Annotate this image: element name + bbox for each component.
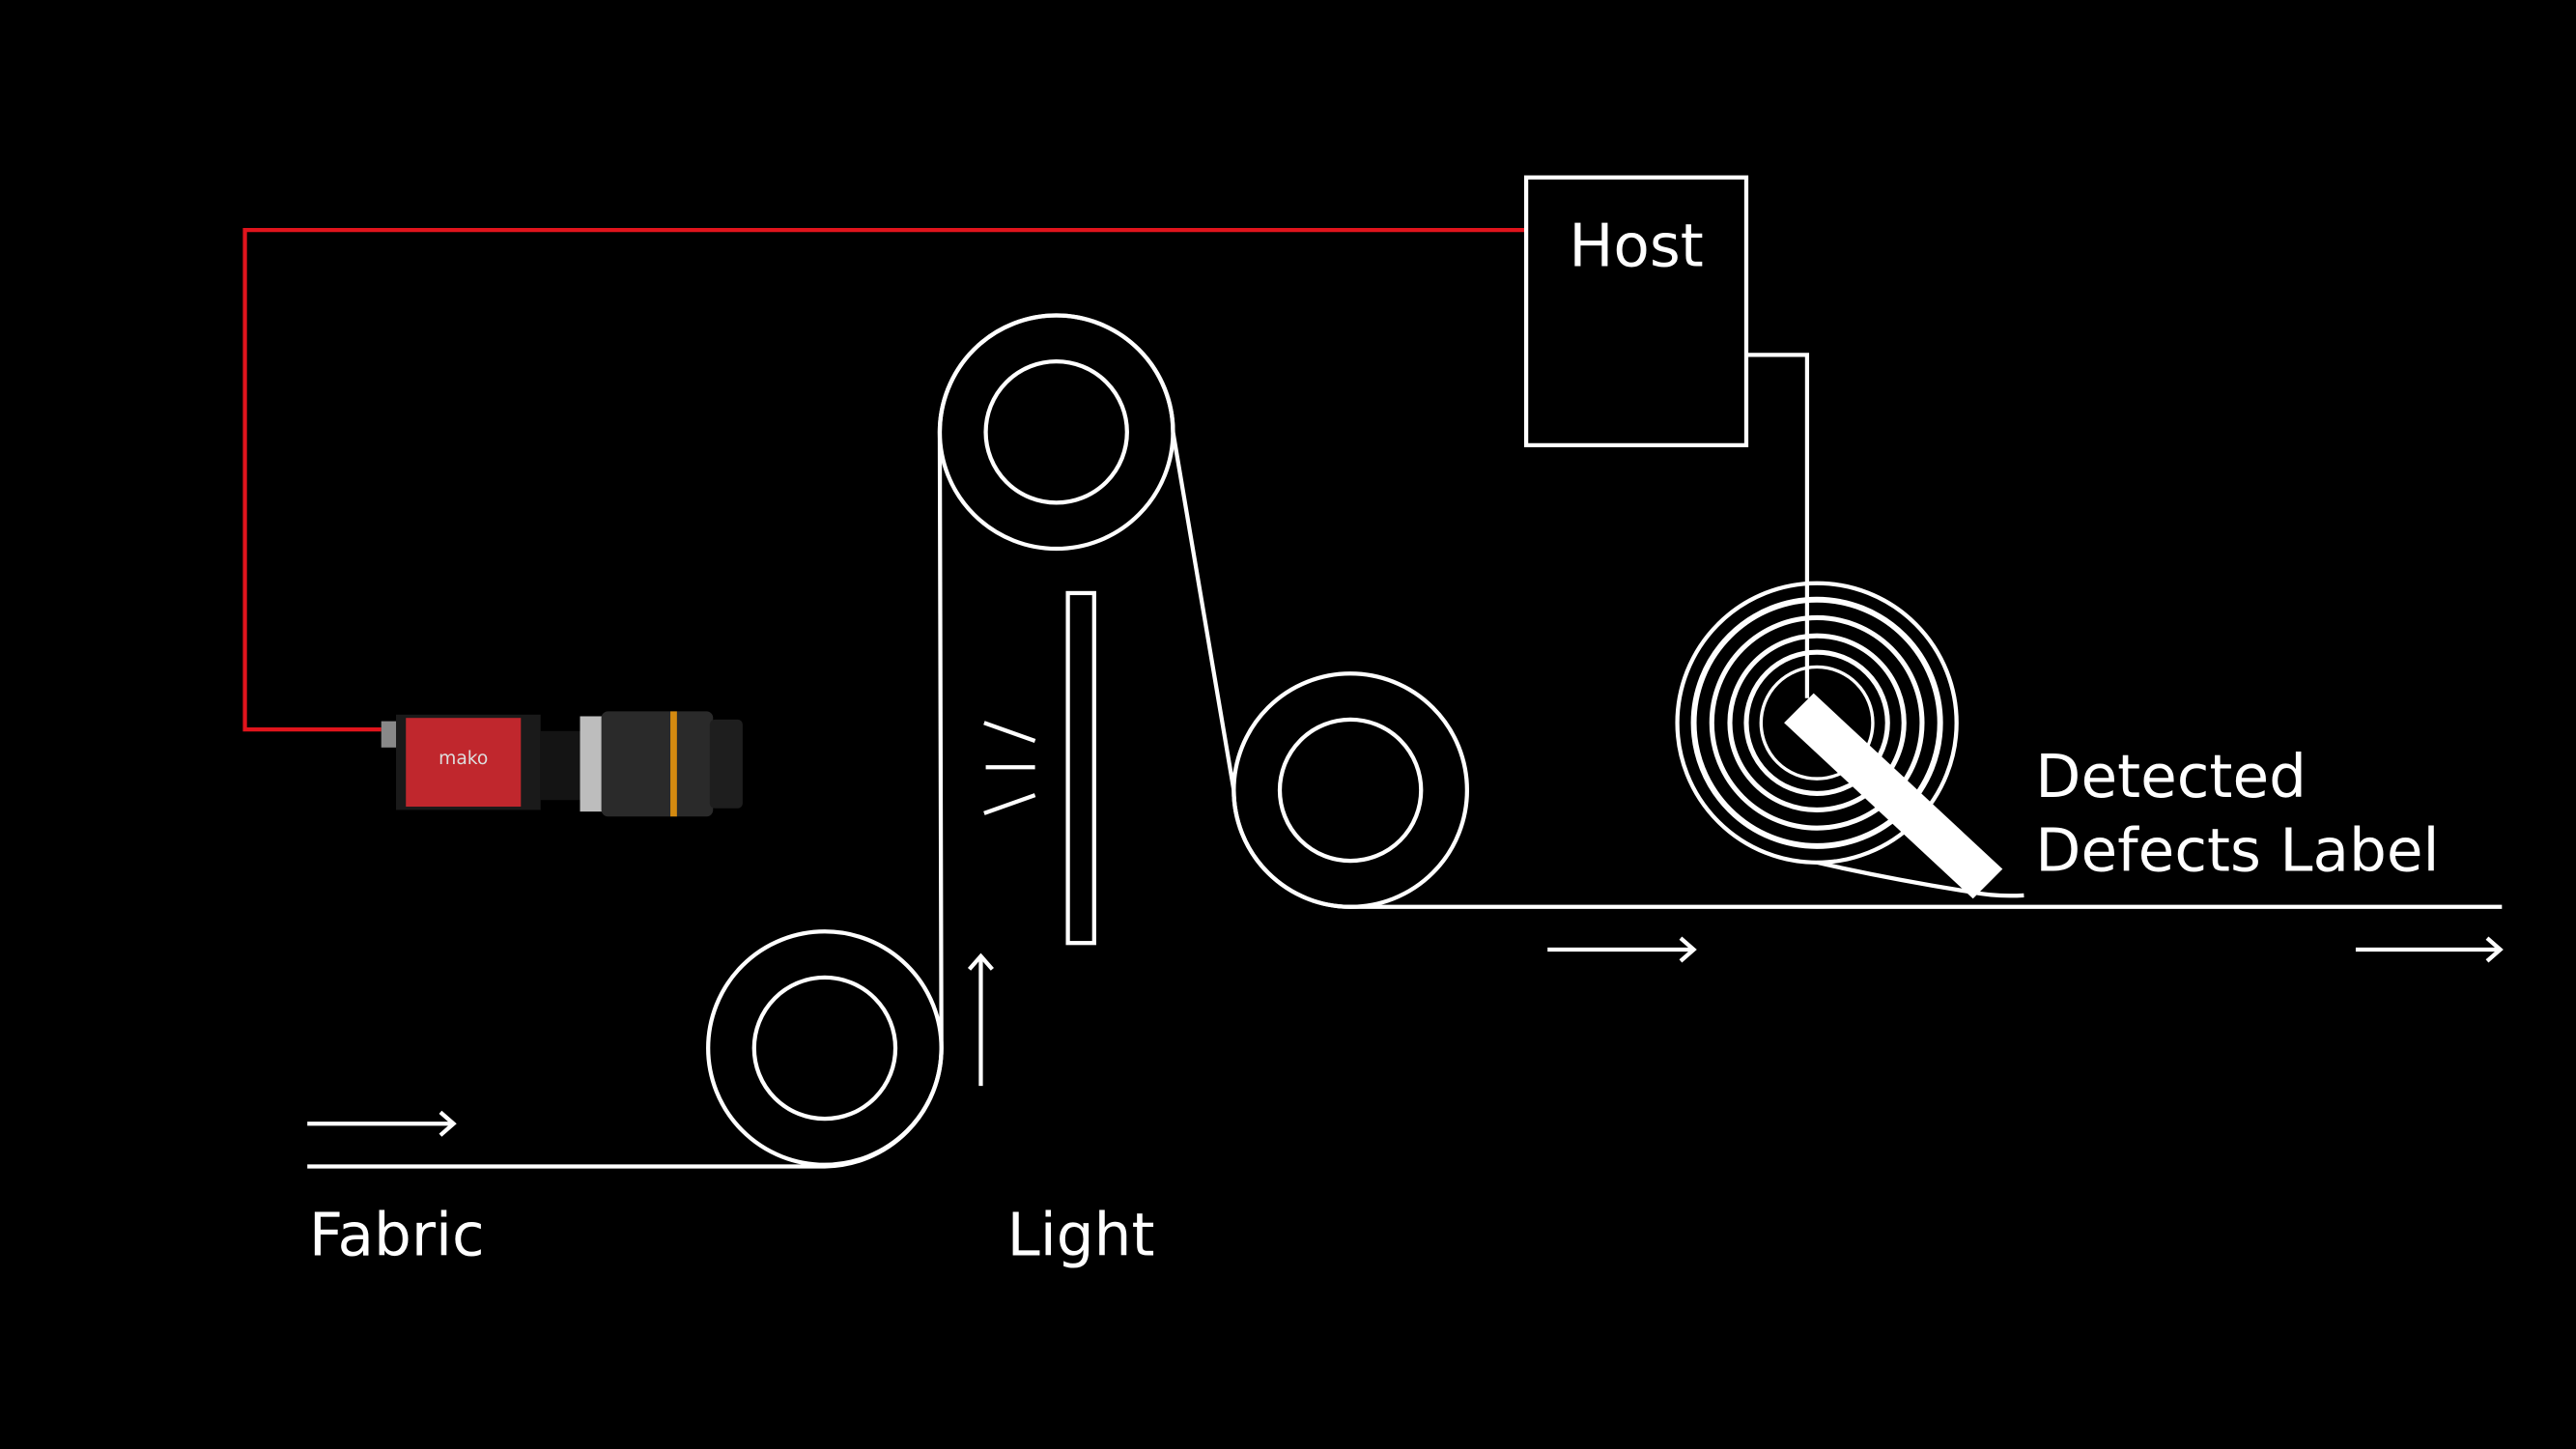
camera: mako — [381, 711, 743, 817]
light-panel — [1065, 590, 1096, 946]
host-label: Host — [1569, 213, 1703, 281]
fabric-label: Fabric — [309, 1201, 485, 1269]
arrow-right-icon — [307, 1110, 457, 1137]
camera-host-cable — [242, 227, 1527, 732]
detected-defects-label-line2: Defects Label — [2035, 816, 2439, 885]
finished-roll — [1675, 581, 2024, 898]
fabric-path — [307, 313, 2503, 1169]
detected-defects-label-line1: Detected — [2035, 743, 2307, 811]
defect-labeler — [1784, 693, 2003, 899]
light-rays-icon — [983, 721, 1036, 815]
arrow-right-icon — [1547, 936, 1697, 963]
arrow-right-icon — [2355, 936, 2504, 963]
host-box: Host — [1523, 175, 1749, 448]
camera-brand-logo: mako — [439, 749, 488, 769]
arrow-up-icon — [967, 952, 994, 1087]
light-label: Light — [1007, 1201, 1155, 1269]
